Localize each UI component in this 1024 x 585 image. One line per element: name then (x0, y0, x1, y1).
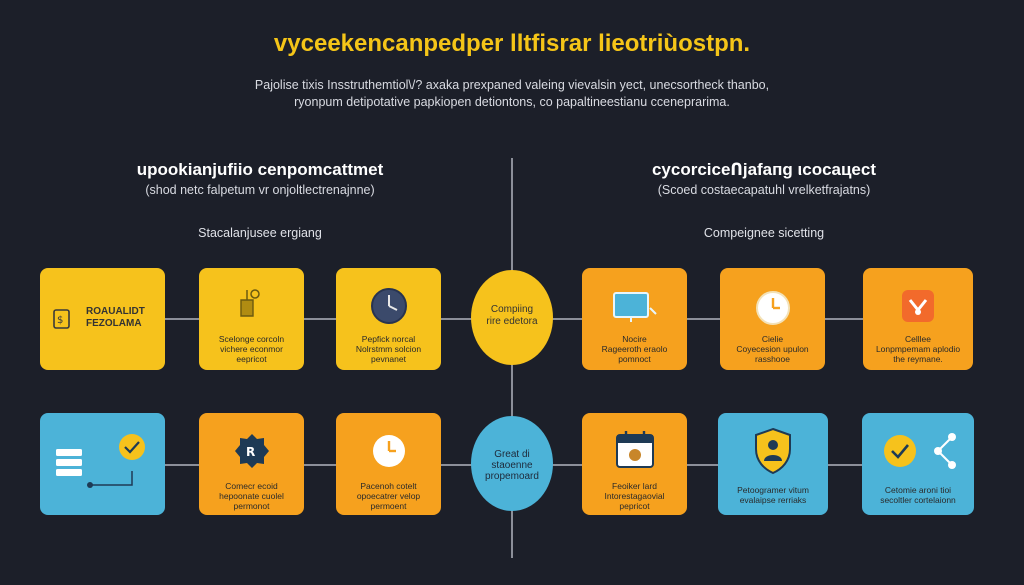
row1-card-5: Cielie Coyecesion upulon rasshooe (720, 268, 825, 370)
database-check-icon (56, 434, 145, 488)
row2-card-4-text: Feoiker lard Intorestagaovial pepricot (604, 481, 665, 511)
row1-card-4-text: Nocire Rageeroth eraolo pomnoct (601, 334, 668, 364)
row1-card-3: Pepfick norcal Nolrstmm solcion pevnanet (336, 268, 441, 370)
pen-tool-icon (240, 289, 260, 317)
row2-card-4: Feoiker lard Intorestagaovial pepricot (582, 413, 687, 515)
right-section-label: Compeignee sicetting (703, 226, 825, 240)
row1-card-6-text: Celllee Lonpmpemam aplodio the reymane. (875, 334, 961, 364)
page-subtitle: Pajolise tixis Insstruthemtiol\/? axaka … (150, 77, 874, 111)
row1-card-1: $ ROAUALIDT FEZOLAMA (40, 268, 165, 370)
row2-card-3-text: Pacenoh cotelt opoecatrer velop permoent (356, 481, 421, 511)
check-share-icon (884, 433, 956, 469)
subtitle-line-1: Pajolise tixis Insstruthemtiol\/? axaka … (254, 78, 770, 92)
row2-card-5-text: Petoogramer vitum evalaipse rerriaks (737, 485, 809, 505)
row1-card-1-title: ROAUALIDT FEZOLAMA (86, 306, 145, 329)
document-icon: $ (53, 309, 70, 329)
center-circle-bottom-label: Great di staoenne propemoard (485, 449, 539, 482)
row2-card-3: Pacenoh cotelt opoecatrer velop permoent (336, 413, 441, 515)
center-circle-top: Compiing rire edetora (471, 270, 553, 365)
clock-icon (373, 435, 405, 467)
svg-text:R: R (246, 445, 255, 459)
calendar-icon (616, 431, 654, 468)
svg-text:$: $ (57, 315, 63, 326)
left-subheading: (shod netc falpetum vr onjoltlectrenajnn… (145, 183, 375, 197)
subtitle-line-2: ryonpum detipotative papkiopen detionton… (294, 95, 730, 109)
row2-card-2-text: Comecr ecoid hepoonate cuolel permonot (219, 481, 284, 511)
row2-card-6-text: Cetomie aroni tioi secoltler cortelaionn (880, 485, 956, 505)
row2-card-5: Petoogramer vitum evalaipse rerriaks (718, 413, 828, 515)
right-subheading: (Scoed costaecapatuhl vrelketfrajatns) (657, 183, 871, 197)
left-heading: upookianjufiio cenpomcattmet (136, 160, 384, 179)
badge-icon: R (235, 434, 269, 468)
left-section-label: Stacalanjusee ergiang (198, 226, 322, 240)
monitor-icon (613, 292, 657, 322)
center-circle-bottom: Great di staoenne propemoard (471, 416, 553, 511)
row1-card-2: Scelonge corcoln vichere econmor eeprico… (199, 268, 304, 370)
row1-card-2-text: Scelonge corcoln vichere econmor eeprico… (218, 334, 285, 364)
row1-card-3-text: Pepfick norcal Nolrstmm solcion pevnanet (355, 334, 422, 364)
right-heading: cycorciceՈjafaпg ιcocaцect (651, 160, 877, 179)
row1-card-4: Nocire Rageeroth eraolo pomnoct (582, 268, 687, 370)
row2-card-2: R Comecr ecoid hepoonate cuolel permonot (199, 413, 304, 515)
row2-card-6: Cetomie aroni tioi secoltler cortelaionn (862, 413, 974, 515)
row2-card-1 (40, 413, 165, 515)
clock-icon (756, 291, 790, 325)
row1-card-6: Celllee Lonpmpemam aplodio the reymane. (863, 268, 973, 370)
shield-user-icon (755, 427, 791, 475)
tools-icon (902, 290, 934, 322)
center-circle-top-label: Compiing rire edetora (486, 304, 538, 327)
row1-card-5-text: Cielie Coyecesion upulon rasshooe (736, 334, 809, 364)
page-title: vyceekencanpedper lltfisrar lieotriùostp… (273, 30, 751, 57)
clock-icon (371, 288, 407, 324)
